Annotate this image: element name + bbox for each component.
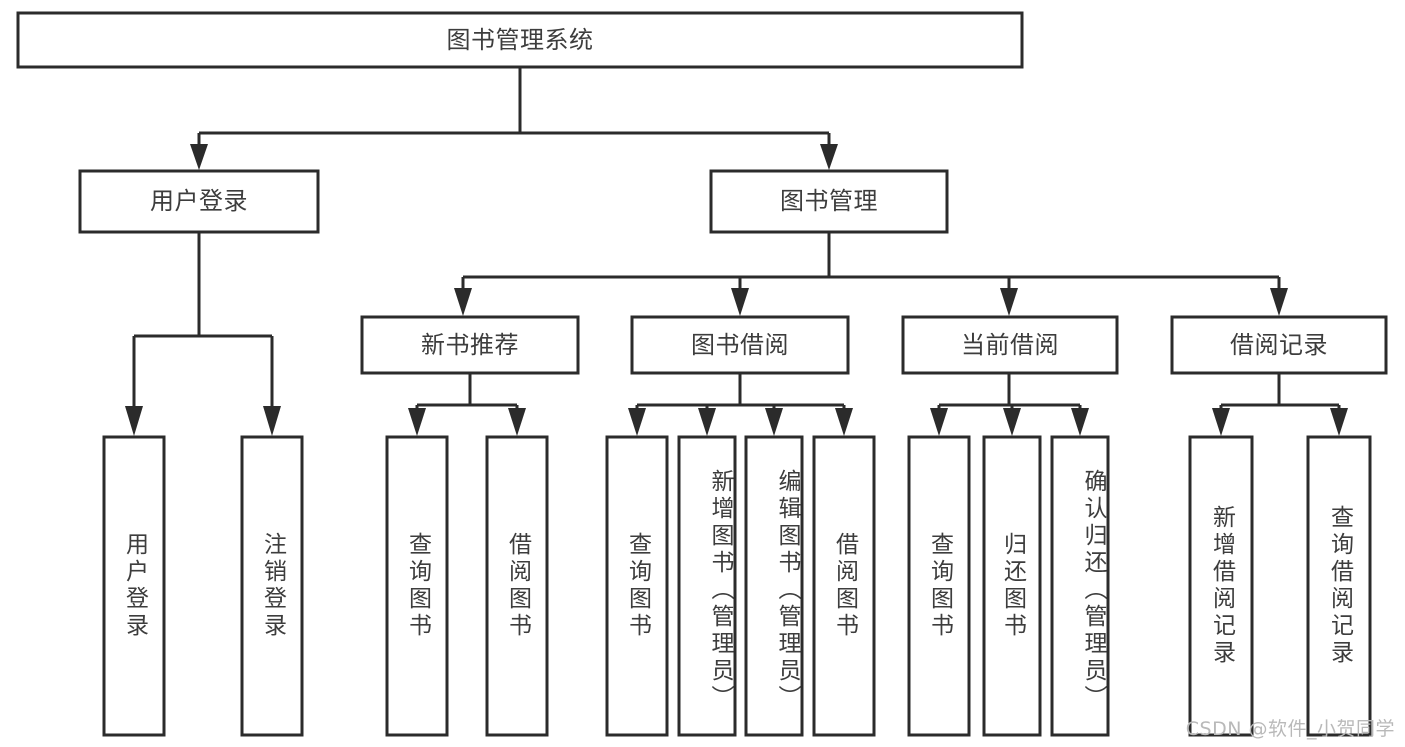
arrow-head-borrow-record — [1270, 288, 1288, 316]
node-box-book-borrow[interactable] — [630, 315, 850, 375]
arrow-head-leaf-query-book-borrow — [628, 408, 646, 436]
arrow-head-current-borrow — [1000, 288, 1018, 316]
node-box-borrow-record[interactable] — [1170, 315, 1388, 375]
connector-group-root — [190, 67, 838, 170]
arrow-head-user-login — [190, 144, 208, 170]
node-box-leaf-edit-book[interactable] — [744, 435, 804, 737]
node-box-user-login[interactable] — [78, 169, 320, 234]
node-box-leaf-borrow-book[interactable] — [812, 435, 876, 737]
node-box-leaf-user-login[interactable] — [102, 435, 166, 737]
node-box-leaf-add-borrow-record[interactable] — [1188, 435, 1254, 737]
node-box-leaf-return-book[interactable] — [982, 435, 1042, 737]
node-box-book-manage[interactable] — [709, 169, 949, 234]
arrow-head-leaf-borrow-book — [835, 408, 853, 436]
arrow-head-leaf-add-borrow-record — [1212, 408, 1230, 436]
node-box-leaf-query-borrow-record[interactable] — [1306, 435, 1372, 737]
node-box-leaf-add-book[interactable] — [677, 435, 737, 737]
node-box-leaf-query-book-borrow[interactable] — [605, 435, 669, 737]
node-box-current-borrow[interactable] — [901, 315, 1119, 375]
arrow-head-leaf-borrow-book-rec — [508, 408, 526, 436]
connector-group-borrow-record — [1212, 373, 1348, 436]
connector-group-book-manage — [454, 232, 1288, 316]
arrow-head-leaf-user-login — [125, 406, 143, 436]
arrow-head-leaf-confirm-return — [1071, 408, 1089, 436]
arrow-head-new-book-recommend — [454, 288, 472, 316]
connector-group-book-borrow — [628, 373, 853, 436]
arrow-head-leaf-add-book — [698, 408, 716, 436]
csdn-watermark: CSDN @软件_小贺同学 — [1185, 718, 1395, 740]
connector-group-new-book-recommend — [408, 373, 526, 436]
connector-group-current-borrow — [930, 373, 1089, 436]
arrow-head-leaf-edit-book — [765, 408, 783, 436]
arrow-head-leaf-user-logout — [263, 406, 281, 436]
node-box-leaf-query-book-current[interactable] — [907, 435, 971, 737]
node-box-leaf-borrow-book-rec[interactable] — [485, 435, 549, 737]
node-box-new-book-recommend[interactable] — [360, 315, 580, 375]
node-box-leaf-confirm-return[interactable] — [1050, 435, 1110, 737]
arrow-head-leaf-query-book-current — [930, 408, 948, 436]
arrow-head-leaf-return-book — [1003, 408, 1021, 436]
arrow-head-book-manage — [820, 144, 838, 170]
node-box-leaf-user-logout[interactable] — [240, 435, 304, 737]
arrow-head-leaf-query-borrow-record — [1330, 408, 1348, 436]
node-box-root[interactable] — [16, 11, 1024, 69]
connector-group-user-login — [125, 232, 281, 436]
arrow-head-book-borrow — [731, 288, 749, 316]
node-box-leaf-query-book-rec[interactable] — [385, 435, 449, 737]
arrow-head-leaf-query-book-rec — [408, 408, 426, 436]
